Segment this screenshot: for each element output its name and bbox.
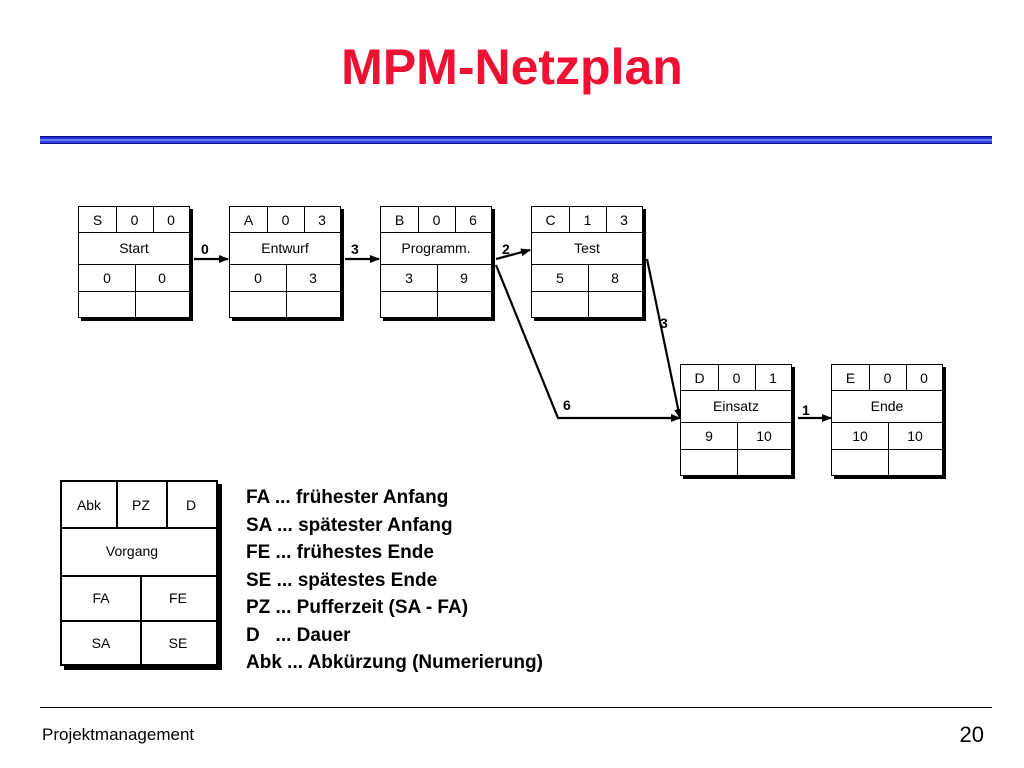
node-fe: 0 bbox=[158, 269, 166, 286]
legend-se: SE bbox=[168, 634, 188, 651]
node-pz: 0 bbox=[883, 369, 892, 386]
node-name: Programm. bbox=[401, 240, 471, 256]
node-d: 1 bbox=[769, 369, 777, 386]
page-title: MPM-Netzplan bbox=[341, 39, 683, 95]
node-d: 3 bbox=[318, 211, 326, 228]
definition-fe: FE ... frühestes Ende bbox=[246, 542, 434, 563]
legend-sa: SA bbox=[91, 634, 111, 651]
node-pz: 0 bbox=[732, 369, 741, 386]
definition-sa: SA ... spätester Anfang bbox=[246, 514, 453, 536]
node-fa: 5 bbox=[556, 269, 564, 286]
edge-label-d-e: 1 bbox=[802, 402, 810, 418]
definition-abk: Abk ... Abkürzung (Numerierung) bbox=[246, 652, 543, 673]
node-sa bbox=[832, 449, 888, 476]
node-sa bbox=[79, 291, 135, 318]
node-abk: C bbox=[545, 211, 556, 228]
edge-label-b-c: 2 bbox=[502, 241, 510, 257]
legend-fa: FA bbox=[92, 589, 110, 606]
node-fa: 0 bbox=[254, 269, 262, 286]
node-sa bbox=[532, 291, 588, 318]
node-se bbox=[135, 291, 189, 318]
legend-abk: Abk bbox=[76, 496, 102, 513]
node-d: D 0 1 Einsatz 9 10 bbox=[680, 364, 795, 479]
legend-fe: FE bbox=[169, 589, 187, 606]
node-d: 0 bbox=[167, 211, 175, 228]
title-divider bbox=[40, 136, 992, 144]
node-fe: 8 bbox=[611, 269, 619, 286]
node-pz: 0 bbox=[432, 211, 441, 228]
node-se bbox=[437, 291, 491, 318]
node-abk: B bbox=[394, 211, 405, 228]
node-pz: 0 bbox=[130, 211, 139, 228]
node-d: 6 bbox=[469, 211, 477, 228]
node-fe: 10 bbox=[756, 427, 772, 444]
node-fe: 3 bbox=[309, 269, 317, 286]
node-fa: 10 bbox=[852, 427, 868, 444]
page-number: 20 bbox=[959, 722, 984, 747]
edge-label-a-b: 3 bbox=[351, 241, 359, 257]
node-name: Start bbox=[119, 240, 149, 256]
node-a: A 0 3 Entwurf 0 3 bbox=[229, 206, 344, 321]
edge-c-d bbox=[645, 258, 683, 419]
edge-label-b-d: 6 bbox=[563, 397, 571, 413]
node-fa: 0 bbox=[103, 269, 111, 286]
legend-vorgang: Vorgang bbox=[105, 543, 159, 559]
node-sa bbox=[681, 449, 737, 476]
node-d: 3 bbox=[620, 211, 628, 228]
node-se bbox=[888, 449, 942, 476]
edge-b-d bbox=[494, 264, 681, 422]
node-name: Einsatz bbox=[713, 398, 759, 414]
footer-divider bbox=[40, 707, 992, 708]
node-d: 0 bbox=[920, 369, 928, 386]
node-e: E 0 0 Ende 10 10 bbox=[831, 364, 946, 479]
node-name: Test bbox=[574, 240, 600, 256]
node-fa: 3 bbox=[405, 269, 413, 286]
legend-node: Abk PZ D Vorgang FA FE SA SE bbox=[60, 480, 222, 670]
definition-pz: PZ ... Pufferzeit (SA - FA) bbox=[246, 597, 469, 618]
node-pz: 1 bbox=[583, 211, 592, 228]
node-b: B 0 6 Programm. 3 9 bbox=[380, 206, 495, 321]
edge-label-c-d: 3 bbox=[660, 315, 668, 331]
definition-se: SE ... spätestes Ende bbox=[246, 569, 438, 591]
definition-fa: FA ... frühester Anfang bbox=[246, 487, 449, 508]
node-sa bbox=[230, 291, 286, 318]
node-fe: 10 bbox=[907, 427, 923, 444]
node-sa bbox=[381, 291, 437, 318]
definition-d: D ... Dauer bbox=[246, 624, 351, 646]
node-name: Entwurf bbox=[261, 240, 309, 256]
edge-label-s-a: 0 bbox=[201, 241, 209, 257]
node-fe: 9 bbox=[460, 269, 468, 286]
node-abk: D bbox=[694, 369, 705, 386]
edge-b-c bbox=[495, 248, 531, 261]
node-se bbox=[737, 449, 791, 476]
node-name: Ende bbox=[870, 398, 904, 414]
node-abk: S bbox=[92, 211, 103, 228]
legend-d: D bbox=[185, 496, 197, 513]
node-s: S 0 0 Start 0 0 bbox=[78, 206, 193, 321]
definitions-list: FA ... frühester Anfang SA ... spätester… bbox=[246, 484, 543, 677]
footer-course-title: Projektmanagement bbox=[42, 725, 195, 744]
node-abk: A bbox=[243, 211, 254, 228]
node-se bbox=[588, 291, 642, 318]
legend-pz: PZ bbox=[132, 496, 150, 513]
node-pz: 0 bbox=[281, 211, 290, 228]
node-se bbox=[286, 291, 340, 318]
node-abk: E bbox=[845, 369, 856, 386]
node-fa: 9 bbox=[705, 427, 713, 444]
node-c: C 1 3 Test 5 8 bbox=[531, 206, 646, 321]
